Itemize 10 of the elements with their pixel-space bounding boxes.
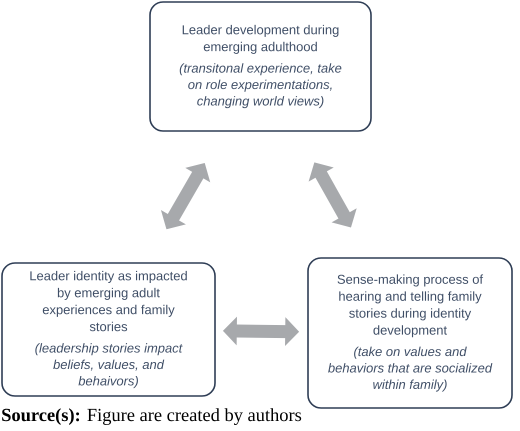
box-title: Sense-making process of hearing and telling family stories during identity development [338,274,484,338]
box-note: (transitonal experience, take on role experimentations, changing world views) [180,63,342,108]
box-note: (leadership stories impact beliefs, values, and behaivors) [35,343,183,388]
box-title: Leader development during emerging adulthood [182,24,338,54]
caption: Source(s): Figure are created by authors [2,408,302,425]
process-box [1,262,216,397]
process-box [149,1,372,132]
process-box [307,257,513,409]
box-note: (take on values and behaviors that are socialized within family) [328,346,492,392]
box-title: Leader identity as impacted by emerging adult experiences and family stories [30,270,187,332]
